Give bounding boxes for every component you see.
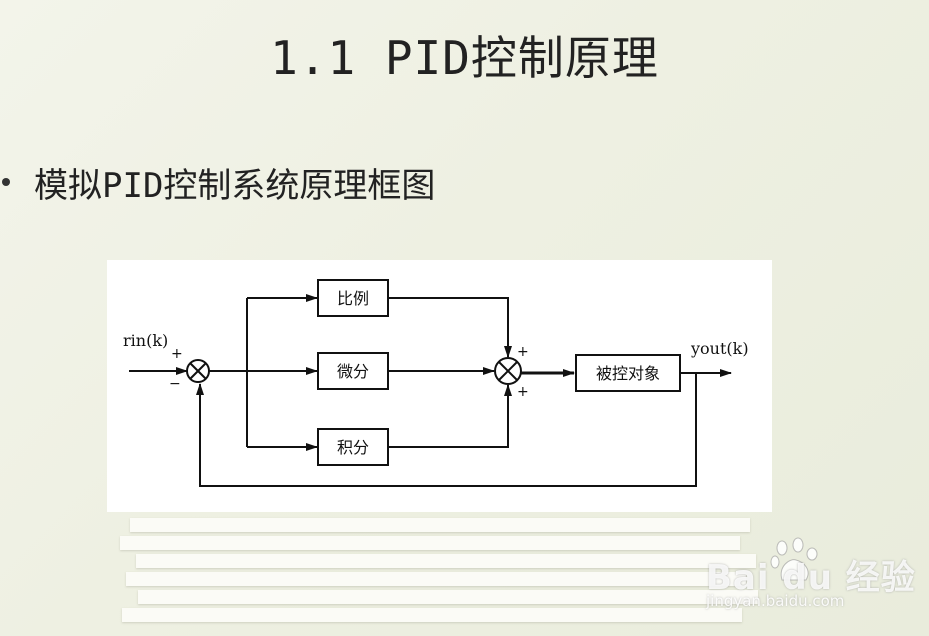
proportional-label: 比例 bbox=[337, 289, 369, 308]
bullet-dot-icon bbox=[2, 178, 10, 186]
integral-label: 积分 bbox=[337, 438, 369, 457]
integral-out-arrow bbox=[388, 384, 512, 448]
watermark-url: jingyan.baidu.com bbox=[706, 592, 845, 610]
feedback-arrow bbox=[196, 373, 697, 487]
pid-diagram-svg: rin(k) + − 比例 微分 积分 bbox=[123, 279, 749, 487]
derivative-label: 微分 bbox=[337, 362, 369, 381]
junction2-plus-bottom-sign: + bbox=[517, 384, 529, 400]
derivative-block: 微分 bbox=[317, 352, 389, 390]
watermark-brand: Bai du 经验 bbox=[706, 558, 916, 598]
input-label: rin(k) bbox=[123, 331, 168, 350]
plant-block: 被控对象 bbox=[575, 354, 681, 392]
bullet-text: 模拟PID控制系统原理框图 bbox=[34, 165, 436, 206]
junction2-plus-top-sign: + bbox=[517, 344, 529, 360]
output-label: yout(k) bbox=[690, 339, 749, 358]
stacked-papers-decoration bbox=[120, 510, 758, 636]
plant-label: 被控对象 bbox=[596, 364, 660, 383]
proportional-block: 比例 bbox=[317, 279, 389, 317]
baidu-paw-icon bbox=[770, 537, 818, 581]
proportional-out-arrow bbox=[388, 297, 512, 358]
summing-junction-2 bbox=[494, 357, 522, 385]
slide-title: 1.1 PID控制原理 bbox=[270, 31, 659, 85]
junction1-minus-sign: − bbox=[169, 376, 181, 392]
bullet-item: 模拟PID控制系统原理框图 bbox=[0, 160, 436, 206]
pid-block-diagram: rin(k) + − 比例 微分 积分 bbox=[107, 260, 772, 512]
summing-junction-1 bbox=[186, 359, 210, 383]
integral-block: 积分 bbox=[317, 428, 389, 466]
junction1-plus-sign: + bbox=[171, 346, 183, 362]
